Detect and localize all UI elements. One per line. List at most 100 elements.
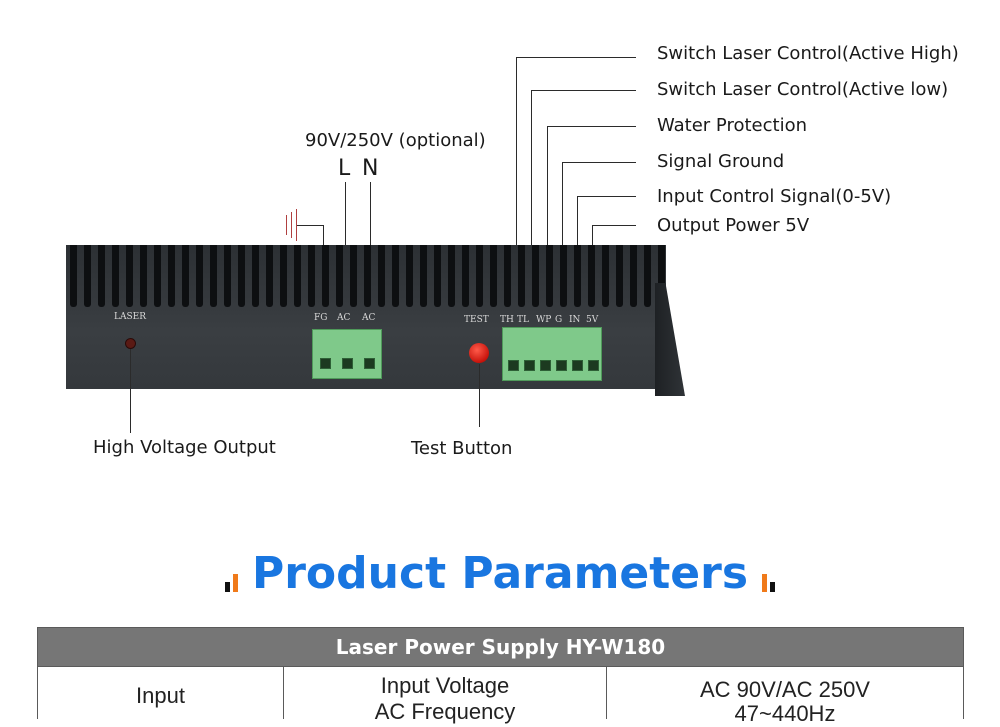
title-accent-right-icon (762, 548, 776, 596)
table-divider (283, 667, 284, 719)
vent-slot (196, 245, 203, 307)
label-switch-laser-control-high: Switch Laser Control(Active High) (657, 43, 959, 64)
terminal-screw (540, 360, 551, 371)
vent-slots (66, 245, 666, 309)
vent-slot (84, 245, 91, 307)
terminal-screw (320, 358, 331, 369)
vent-slot (658, 245, 665, 307)
table-row: Input Input Voltage AC Frequency AC 90V/… (37, 667, 964, 726)
device-label-ac: AC (362, 313, 376, 323)
leader-line (479, 364, 480, 427)
ground-symbol-icon (291, 212, 292, 238)
vent-slot (98, 245, 105, 307)
device-label-in: IN (569, 315, 581, 325)
terminal-screw (572, 360, 583, 371)
vent-slot (588, 245, 595, 307)
vent-slot (350, 245, 357, 307)
vent-slot (434, 245, 441, 307)
table-cell-text: AC Frequency (374, 699, 516, 724)
vent-slot (392, 245, 399, 307)
vent-slot (560, 245, 567, 307)
label-high-voltage-output: High Voltage Output (93, 437, 276, 458)
vent-slot (238, 245, 245, 307)
leader-line (531, 90, 532, 347)
vent-slot (182, 245, 189, 307)
vent-slot (224, 245, 231, 307)
section-title-text: Product Parameters (251, 548, 749, 599)
vent-slot (280, 245, 287, 307)
terminal-screw (508, 360, 519, 371)
ac-terminal-block (312, 329, 382, 379)
vent-slot (266, 245, 273, 307)
leader-line (130, 349, 131, 433)
table-cell-text: Input Voltage (380, 673, 510, 698)
label-l: L (338, 156, 351, 181)
device-label-test: TEST (464, 315, 489, 325)
vent-slot (462, 245, 469, 307)
vent-slot (112, 245, 119, 307)
leader-line (297, 225, 323, 226)
vent-slot (126, 245, 133, 307)
vent-slot (574, 245, 581, 307)
label-signal-ground: Signal Ground (657, 151, 785, 172)
leader-line (516, 57, 636, 58)
vent-slot (308, 245, 315, 307)
vent-slot (476, 245, 483, 307)
label-voltage-optional: 90V/250V (optional) (305, 130, 486, 151)
vent-slot (546, 245, 553, 307)
device-label-wp: WP (536, 315, 552, 325)
leader-line (516, 57, 517, 347)
terminal-screw (342, 358, 353, 369)
device-label-5v: 5V (586, 315, 599, 325)
parameters-table: Laser Power Supply HY-W180 Input Input V… (37, 627, 964, 726)
table-divider (606, 667, 607, 719)
vent-slot (168, 245, 175, 307)
label-test-button: Test Button (411, 438, 513, 459)
label-output-power: Output Power 5V (657, 215, 810, 236)
vent-slot (364, 245, 371, 307)
vent-slot (420, 245, 427, 307)
device-side-bracket (655, 283, 685, 396)
leader-line (592, 225, 636, 226)
vent-slot (378, 245, 385, 307)
vent-slot (210, 245, 217, 307)
device-label-fg: FG (314, 313, 328, 323)
table-cell-text: Input (136, 683, 185, 708)
terminal-screw (588, 360, 599, 371)
device-label-laser: LASER (114, 312, 146, 322)
terminal-screw (364, 358, 375, 369)
leader-line (547, 126, 636, 127)
vent-slot (518, 245, 525, 307)
test-button[interactable] (469, 343, 489, 363)
section-title: Product Parameters (0, 548, 1000, 600)
device-label-ac: AC (337, 313, 351, 323)
laser-indicator-led (125, 338, 136, 349)
label-input-control-signal: Input Control Signal(0-5V) (657, 186, 892, 207)
table-cell-value: AC 90V/AC 250V 47~440Hz (607, 667, 963, 726)
vent-slot (630, 245, 637, 307)
vent-slot (532, 245, 539, 307)
title-accent-left-icon (224, 548, 238, 596)
vent-slot (252, 245, 259, 307)
table-cell-text: AC 90V/AC 250V (700, 677, 870, 702)
table-cell-text: 47~440Hz (734, 701, 836, 726)
ground-symbol-icon (286, 215, 287, 235)
leader-line (531, 90, 636, 91)
vent-slot (70, 245, 77, 307)
leader-line (562, 162, 636, 163)
vent-slot (644, 245, 651, 307)
vent-slot (504, 245, 511, 307)
vent-slot (322, 245, 329, 307)
vent-slot (406, 245, 413, 307)
device-label-g: G (555, 315, 563, 325)
label-n: N (362, 156, 379, 181)
vent-slot (490, 245, 497, 307)
label-switch-laser-control-low: Switch Laser Control(Active low) (657, 79, 949, 100)
vent-slot (336, 245, 343, 307)
device-label-tl: TL (517, 315, 529, 325)
leader-line (547, 126, 548, 347)
device-label-th: TH (500, 315, 514, 325)
vent-slot (448, 245, 455, 307)
leader-line (577, 196, 636, 197)
